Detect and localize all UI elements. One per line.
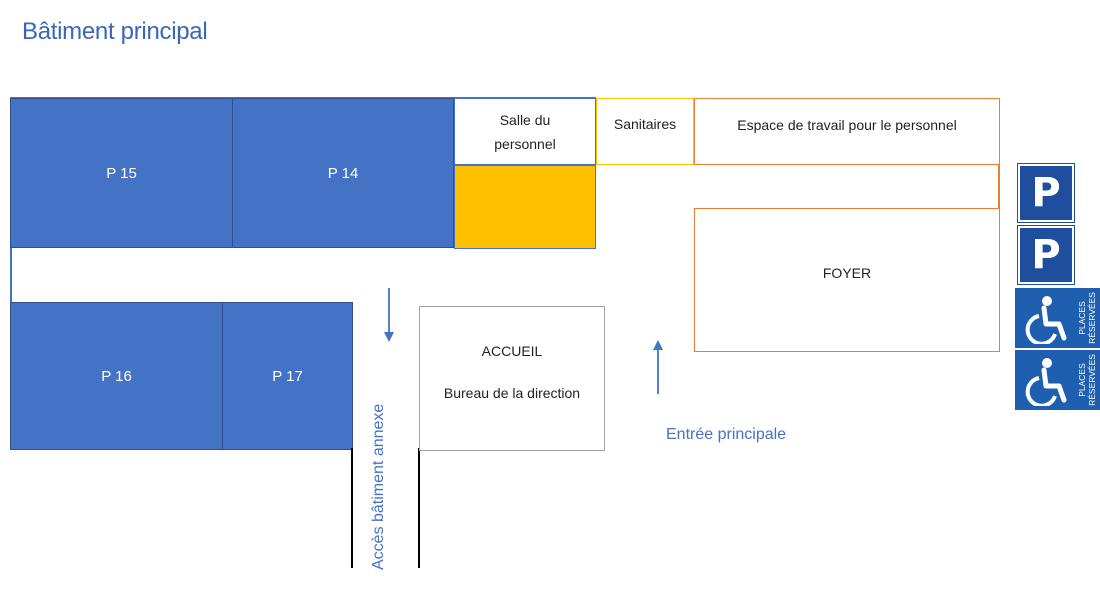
room-foyer: FOYER <box>694 208 1000 352</box>
room-sanitaires: Sanitaires <box>596 98 694 165</box>
room-accueil-label: ACCUEIL <box>481 343 543 359</box>
arrow-up-icon <box>653 340 663 394</box>
room-salle-personnel-label: Salle du personnel <box>494 111 556 152</box>
room-sanitaires-label: Sanitaires <box>613 115 677 132</box>
yellow-storage-block <box>454 165 596 249</box>
room-p16: P 16 <box>10 302 223 450</box>
reserved-place-sign: PLACES RÉSERVÉES <box>1015 288 1100 348</box>
parking-sign-icon: P <box>1017 163 1075 223</box>
room-p15: P 15 <box>10 98 233 248</box>
wall-right <box>418 448 420 568</box>
parking-sign-icon: P <box>1017 225 1075 285</box>
room-salle-personnel: Salle du personnel <box>454 98 596 165</box>
parking-sign-letter: P <box>1031 232 1061 278</box>
orange-connector-line <box>998 164 1000 210</box>
wall-left <box>351 448 353 568</box>
room-p15-label: P 15 <box>106 164 137 182</box>
room-accueil: ACCUEIL Bureau de la direction <box>419 306 605 451</box>
room-espace-travail-label: Espace de travail pour le personnel <box>737 116 957 133</box>
entree-principale-label: Entrée principale <box>666 426 787 443</box>
wheelchair-icon <box>1025 358 1067 406</box>
parking-sign-letter: P <box>1031 170 1061 216</box>
arrow-down-icon <box>384 288 394 342</box>
room-p16-label: P 16 <box>101 367 132 385</box>
page-title: Bâtiment principal <box>22 18 208 45</box>
room-p14: P 14 <box>232 98 454 248</box>
wheelchair-icon <box>1025 296 1067 344</box>
room-p14-label: P 14 <box>327 164 359 182</box>
room-foyer-label: FOYER <box>822 265 872 281</box>
acces-annexe-label: Accès bâtiment annexe <box>370 403 387 570</box>
reserved-places-label: PLACES RÉSERVÉES <box>1077 292 1097 344</box>
reserved-place-sign: PLACES RÉSERVÉES <box>1015 350 1100 410</box>
reserved-places-label: PLACES RÉSERVÉES <box>1077 354 1097 406</box>
room-bureau-direction-label: Bureau de la direction <box>443 385 581 401</box>
room-espace-travail: Espace de travail pour le personnel <box>694 98 1000 165</box>
room-p17: P 17 <box>222 302 353 450</box>
room-p17-label: P 17 <box>272 367 303 385</box>
